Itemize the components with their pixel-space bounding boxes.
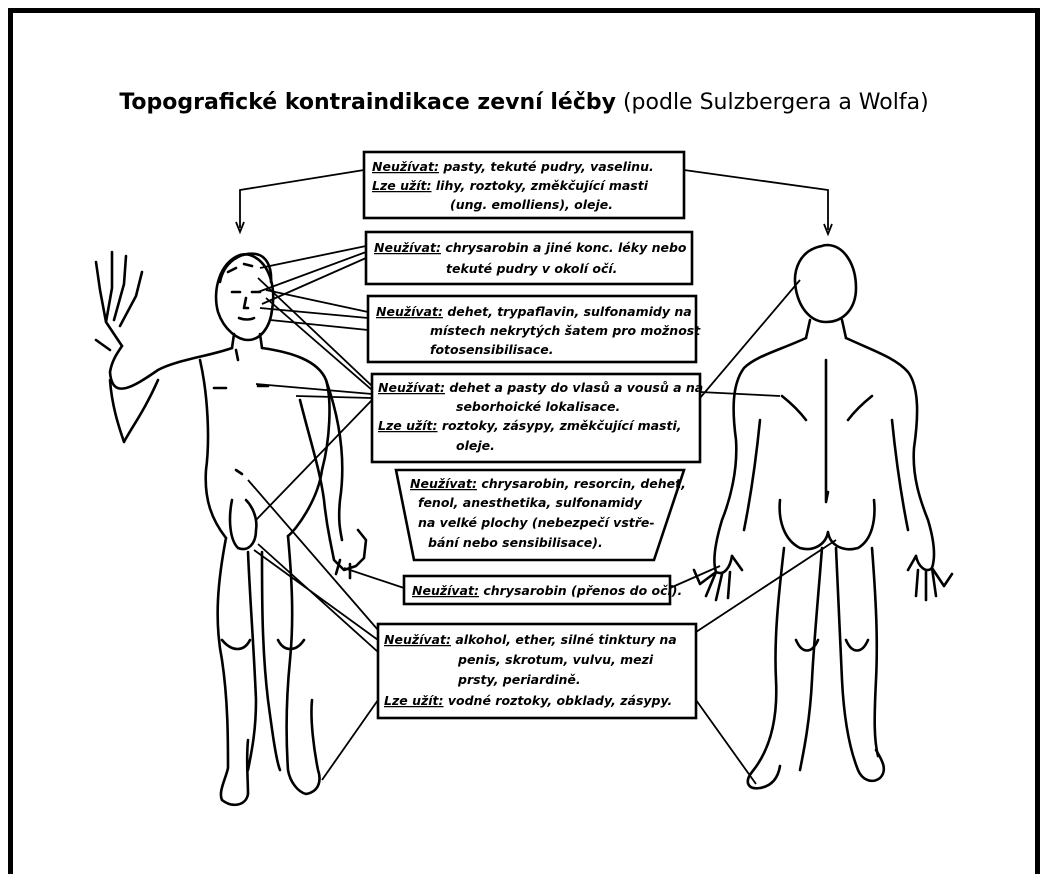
- box-line-text: dehet a pasty do vlasů a vousů a na: [449, 380, 703, 395]
- box-line-label: Lze užít:: [378, 418, 438, 433]
- box-line-text: pasty, tekuté pudry, vaselinu.: [442, 159, 653, 174]
- svg-text:Lze užít: lihy, roztoky, změkč: Lze užít: lihy, roztoky, změkčující mast…: [372, 178, 649, 193]
- box-line-text: fenol, anesthetika, sulfonamidy: [418, 495, 643, 510]
- box-line-text: chrysarobin (přenos do očí).: [483, 583, 682, 598]
- svg-text:místech nekrytých šatem pro mo: místech nekrytých šatem pro možnost: [430, 323, 701, 338]
- connector-scalp-front: [240, 170, 364, 228]
- svg-text:Lze užít: roztoky, zásypy, změ: Lze užít: roztoky, zásypy, změkčující ma…: [378, 418, 682, 433]
- box-line-label: Neužívat:: [384, 632, 451, 647]
- box-line-label: Neužívat:: [410, 476, 477, 491]
- svg-text:Lze užít: vodné roztoky, obkla: Lze užít: vodné roztoky, obklady, zásypy…: [384, 693, 672, 708]
- box-line-text: alkohol, ether, silné tinktury na: [455, 632, 676, 647]
- box-line-label: Neužívat:: [376, 304, 443, 319]
- svg-text:Neužívat: dehet, trypaflavin,: Neužívat: dehet, trypaflavin, sulfonamid…: [376, 304, 692, 319]
- box-line-text: (ung. emolliens), oleje.: [450, 197, 613, 212]
- svg-text:Neužívat: pasty, tekuté pudry,: Neužívat: pasty, tekuté pudry, vaselinu.: [372, 159, 654, 174]
- box-line-label: Neužívat:: [372, 159, 439, 174]
- box-line-label: Lze užít:: [384, 693, 444, 708]
- box-line-text: dehet, trypaflavin, sulfonamidy na: [447, 304, 691, 319]
- svg-text:na velké plochy (nebezpečí vst: na velké plochy (nebezpečí vstře-: [418, 515, 655, 530]
- svg-text:penis, skrotum, vulvu, mezi: penis, skrotum, vulvu, mezi: [457, 652, 654, 667]
- box-line-text: chrysarobin, resorcin, dehet,: [481, 476, 686, 491]
- connector-scalp-back: [684, 170, 828, 230]
- svg-text:Neužívat: chrysarobin a jiné k: Neužívat: chrysarobin a jiné konc. léky …: [374, 240, 687, 255]
- box-line-label: Neužívat:: [412, 583, 479, 598]
- svg-text:(ung. emolliens), oleje.: (ung. emolliens), oleje.: [450, 197, 613, 212]
- front-body-figure: [96, 252, 366, 805]
- box-line-text: prsty, periardině.: [457, 672, 581, 687]
- svg-text:tekuté pudry v okolí očí.: tekuté pudry v okolí očí.: [446, 261, 617, 276]
- box-line-text: místech nekrytých šatem pro možnost: [430, 323, 701, 338]
- box-line-text: tekuté pudry v okolí očí.: [446, 261, 617, 276]
- svg-text:oleje.: oleje.: [456, 438, 495, 453]
- box-line-text: penis, skrotum, vulvu, mezi: [457, 652, 654, 667]
- connector-seborrheic-front: [256, 278, 372, 520]
- svg-text:seborhoické lokalisace.: seborhoické lokalisace.: [456, 399, 620, 414]
- svg-text:Neužívat: dehet a pasty do vla: Neužívat: dehet a pasty do vlasů a vousů…: [378, 380, 703, 395]
- svg-text:Neužívat: chrysarobin (přenos: Neužívat: chrysarobin (přenos do očí).: [412, 583, 682, 598]
- box-line-text: oleje.: [456, 438, 495, 453]
- box-line-text: seborhoické lokalisace.: [456, 399, 620, 414]
- box-line-text: na velké plochy (nebezpečí vstře-: [418, 515, 655, 530]
- box-line-text: bání nebo sensibilisace).: [428, 535, 603, 550]
- box-line-text: lihy, roztoky, změkčující masti: [436, 178, 649, 193]
- box-line-label: Neužívat:: [374, 240, 441, 255]
- box-line-text: vodné roztoky, obklady, zásypy.: [448, 693, 672, 708]
- connector-hands-front: [344, 568, 404, 588]
- box-line-text: roztoky, zásypy, změkčující masti,: [442, 418, 682, 433]
- box-line-text: fotosensibilisace.: [430, 342, 553, 357]
- box-line-text: chrysarobin a jiné konc. léky nebo: [445, 240, 687, 255]
- back-body-figure: [694, 245, 952, 788]
- svg-text:fenol, anesthetika, sulfonamid: fenol, anesthetika, sulfonamidy: [418, 495, 643, 510]
- box-line-label: Lze užít:: [372, 178, 432, 193]
- svg-text:prsty, periardině.: prsty, periardině.: [457, 672, 581, 687]
- svg-text:bání nebo sensibilisace).: bání nebo sensibilisace).: [428, 535, 603, 550]
- svg-text:Neužívat: chrysarobin, resorci: Neužívat: chrysarobin, resorcin, dehet,: [410, 476, 686, 491]
- box-line-label: Neužívat:: [378, 380, 445, 395]
- svg-text:Neužívat: alkohol, ether, siln: Neužívat: alkohol, ether, silné tinktury…: [384, 632, 677, 647]
- connector-seborrheic-back: [700, 280, 800, 398]
- svg-text:fotosensibilisace.: fotosensibilisace.: [430, 342, 553, 357]
